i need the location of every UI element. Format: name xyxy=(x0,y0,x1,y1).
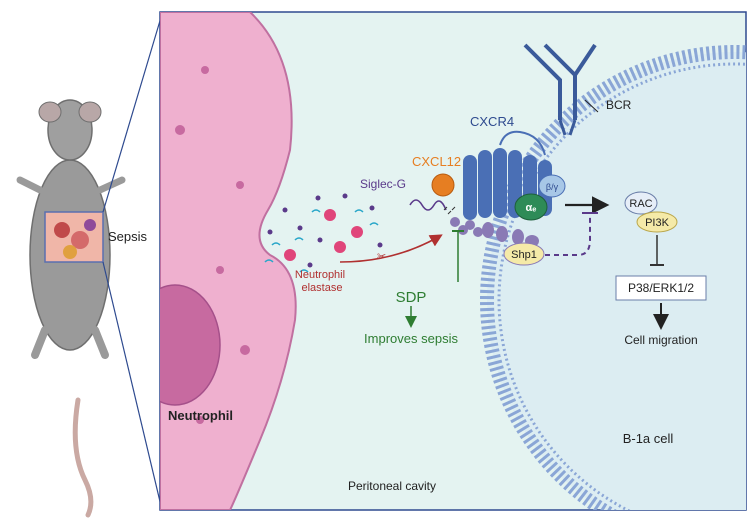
shp1-inhibition-line xyxy=(545,213,591,256)
rac-label: RAC xyxy=(629,198,652,210)
pi3k-protein xyxy=(636,211,678,233)
bcr-receptor xyxy=(523,43,599,136)
neutrophil-elastase-label-line1: Neutrophil xyxy=(295,269,345,281)
siglec-g-label: Siglec-G xyxy=(360,177,406,191)
g-alpha-label: αₑ xyxy=(526,202,537,214)
neutrophil-cell xyxy=(160,12,297,510)
p38-erk-box xyxy=(615,275,707,301)
siglec-g-receptor xyxy=(409,199,539,247)
sepsis-label: Sepsis xyxy=(108,229,148,244)
cxcl12-ligand xyxy=(431,173,455,197)
neutrophil-nucleus xyxy=(160,284,221,406)
cxcl12-label: CXCL12 xyxy=(412,154,461,169)
mouse-illustration xyxy=(16,13,163,518)
g-beta-gamma-label: β/γ xyxy=(546,182,559,192)
g-alpha-subunit xyxy=(514,193,548,221)
elastase-cleavage-arrow xyxy=(339,234,443,263)
pi3k-label: PI3K xyxy=(645,217,670,229)
improves-sepsis-label: Improves sepsis xyxy=(364,331,458,346)
g-beta-gamma-subunit xyxy=(538,174,566,198)
peritoneal-cavity-label: Peritoneal cavity xyxy=(348,479,436,493)
rac-protein xyxy=(624,191,658,215)
cxcr4-label: CXCR4 xyxy=(470,114,514,129)
neutrophil-label: Neutrophil xyxy=(168,408,233,423)
scissors-icon: ✂ xyxy=(377,251,386,263)
neutrophil-elastase-label-line2: elastase xyxy=(302,282,343,294)
shp1-protein xyxy=(503,242,545,266)
shp1-label: Shp1 xyxy=(511,249,537,261)
b1a-cell-label: B-1a cell xyxy=(623,431,674,446)
p38-erk-label: P38/ERK1/2 xyxy=(628,281,694,295)
elastase-granules xyxy=(264,193,383,273)
sdp-label: SDP xyxy=(396,289,427,306)
bcr-label: BCR xyxy=(606,98,632,112)
cell-migration-label: Cell migration xyxy=(624,333,697,347)
